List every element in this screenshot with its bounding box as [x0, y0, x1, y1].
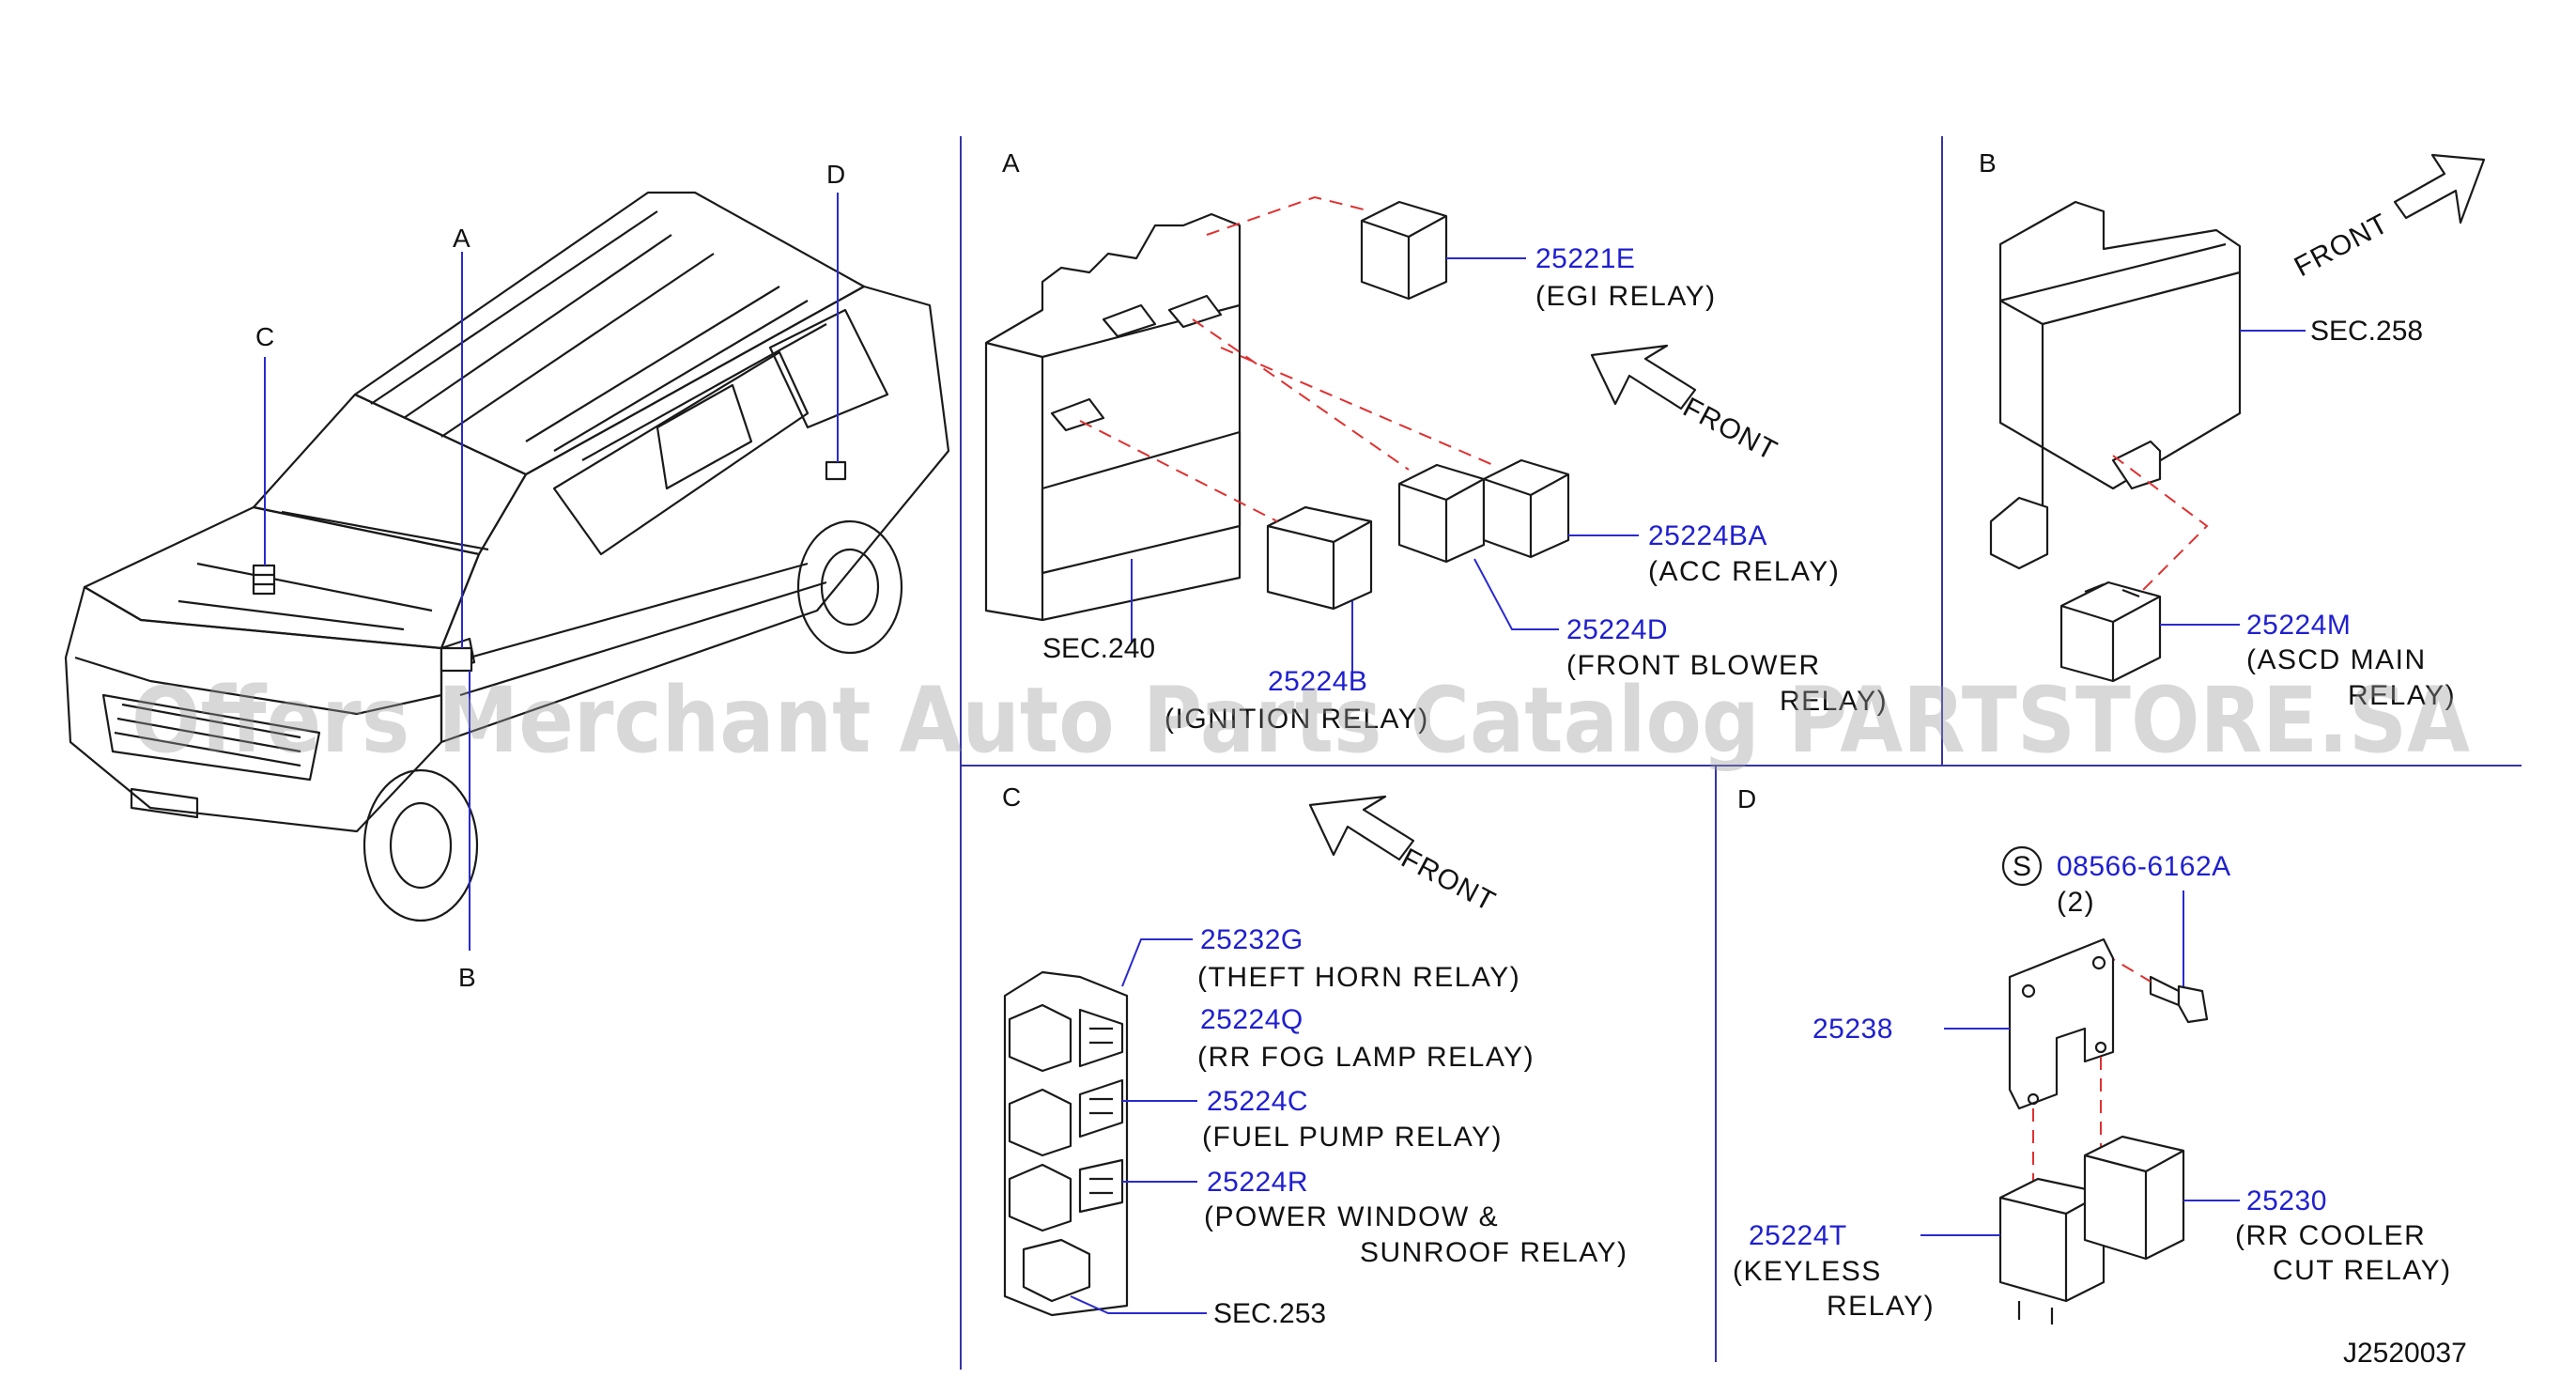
panel-a-title: A — [1002, 148, 1020, 178]
bracket-number[interactable]: 25238 — [1812, 1014, 1893, 1045]
powerwindow-relay-name: (POWER WINDOW & — [1204, 1201, 1499, 1232]
vehicle-callouts — [264, 193, 839, 951]
s-symbol-circle — [2001, 845, 2043, 887]
rrfog-relay-name: (RR FOG LAMP RELAY) — [1197, 1042, 1535, 1073]
blower-relay-name-2: RELAY) — [1780, 686, 1888, 717]
watermark: Offers Merchant Auto Parts Catalog PARTS… — [131, 668, 2470, 773]
panel-a-dashes — [1079, 195, 1494, 522]
fuse-block-sec240 — [984, 212, 1242, 622]
relay-acc-blower — [1397, 458, 1570, 564]
front-label-a: FRONT — [1678, 392, 1782, 467]
egi-relay-name: (EGI RELAY) — [1535, 281, 1717, 312]
bolt — [2149, 975, 2209, 1024]
sec240-label: SEC.240 — [1042, 633, 1155, 664]
theft-relay-number[interactable]: 25232G — [1200, 924, 1303, 955]
ignition-relay-name: (IGNITION RELAY) — [1165, 704, 1429, 735]
relay-bracket-sec253 — [1003, 970, 1129, 1317]
theft-leader — [1121, 938, 1193, 987]
sec253-label: SEC.253 — [1213, 1298, 1326, 1329]
fuelpump-relay-name: (FUEL PUMP RELAY) — [1202, 1122, 1503, 1153]
ignition-relay-number[interactable]: 25224B — [1268, 666, 1367, 697]
relay-rr-cooler — [2083, 1135, 2185, 1261]
panel-d-title: D — [1737, 784, 1756, 813]
sec253-leader — [1070, 1295, 1207, 1314]
vehicle-callout-a: A — [453, 224, 470, 253]
blower-relay-number[interactable]: 25224D — [1566, 614, 1668, 645]
s-symbol: S — [2013, 851, 2033, 882]
keyless-relay-name-2: RELAY) — [1827, 1291, 1935, 1322]
panel-b-title: B — [1979, 148, 1997, 178]
front-arrow-a — [1590, 344, 1697, 410]
ascd-relay-number[interactable]: 25224M — [2246, 610, 2351, 641]
theft-relay-name: (THEFT HORN RELAY) — [1197, 962, 1520, 993]
powerwindow-relay-name-2: SUNROOF RELAY) — [1360, 1237, 1627, 1268]
relay-egi — [1360, 200, 1448, 301]
egi-relay-number[interactable]: 25221E — [1535, 243, 1635, 274]
vehicle-callout-b: B — [458, 963, 476, 992]
powerwindow-relay-number[interactable]: 25224R — [1207, 1167, 1308, 1198]
vehicle-callout-c: C — [255, 322, 274, 351]
vehicle-illustration — [64, 191, 950, 922]
blower-relay-name: (FRONT BLOWER — [1566, 650, 1821, 681]
relay-ignition — [1266, 505, 1373, 611]
vehicle-callout-d: D — [826, 160, 845, 189]
fuelpump-relay-number[interactable]: 25224C — [1207, 1086, 1308, 1117]
front-arrow-b — [2393, 153, 2486, 225]
module-sec258 — [1989, 200, 2242, 570]
cooler-relay-name: (RR COOLER — [2235, 1220, 2426, 1251]
cooler-relay-name-2: CUT RELAY) — [2273, 1255, 2452, 1286]
panel-c-title: C — [1002, 782, 1021, 812]
bracket-25238 — [2008, 937, 2115, 1110]
blower-leader — [1473, 558, 1559, 630]
bolt-quantity: (2) — [2057, 887, 2095, 918]
rrfog-relay-number[interactable]: 25224Q — [1200, 1004, 1303, 1035]
front-label-b: FRONT — [2290, 208, 2394, 283]
panel-dividers — [960, 136, 2522, 1370]
front-label-c: FRONT — [1396, 843, 1501, 918]
ascd-relay-name-2: RELAY) — [2348, 680, 2456, 711]
acc-relay-name: (ACC RELAY) — [1648, 556, 1840, 587]
relay-ascd — [2059, 581, 2162, 683]
keyless-relay-number[interactable]: 25224T — [1749, 1220, 1847, 1251]
cooler-relay-number[interactable]: 25230 — [2246, 1185, 2327, 1216]
panel-b-dashes — [2112, 455, 2209, 593]
ascd-relay-name: (ASCD MAIN — [2246, 644, 2427, 675]
bolt-number[interactable]: 08566-6162A — [2057, 851, 2231, 882]
front-arrow-c — [1308, 795, 1415, 861]
sec258-label: SEC.258 — [2310, 316, 2423, 347]
acc-relay-number[interactable]: 25224BA — [1648, 520, 1767, 551]
keyless-relay-name: (KEYLESS — [1733, 1256, 1882, 1287]
figure-id: J2520037 — [2343, 1338, 2467, 1369]
relay-keyless — [1998, 1177, 2106, 1324]
